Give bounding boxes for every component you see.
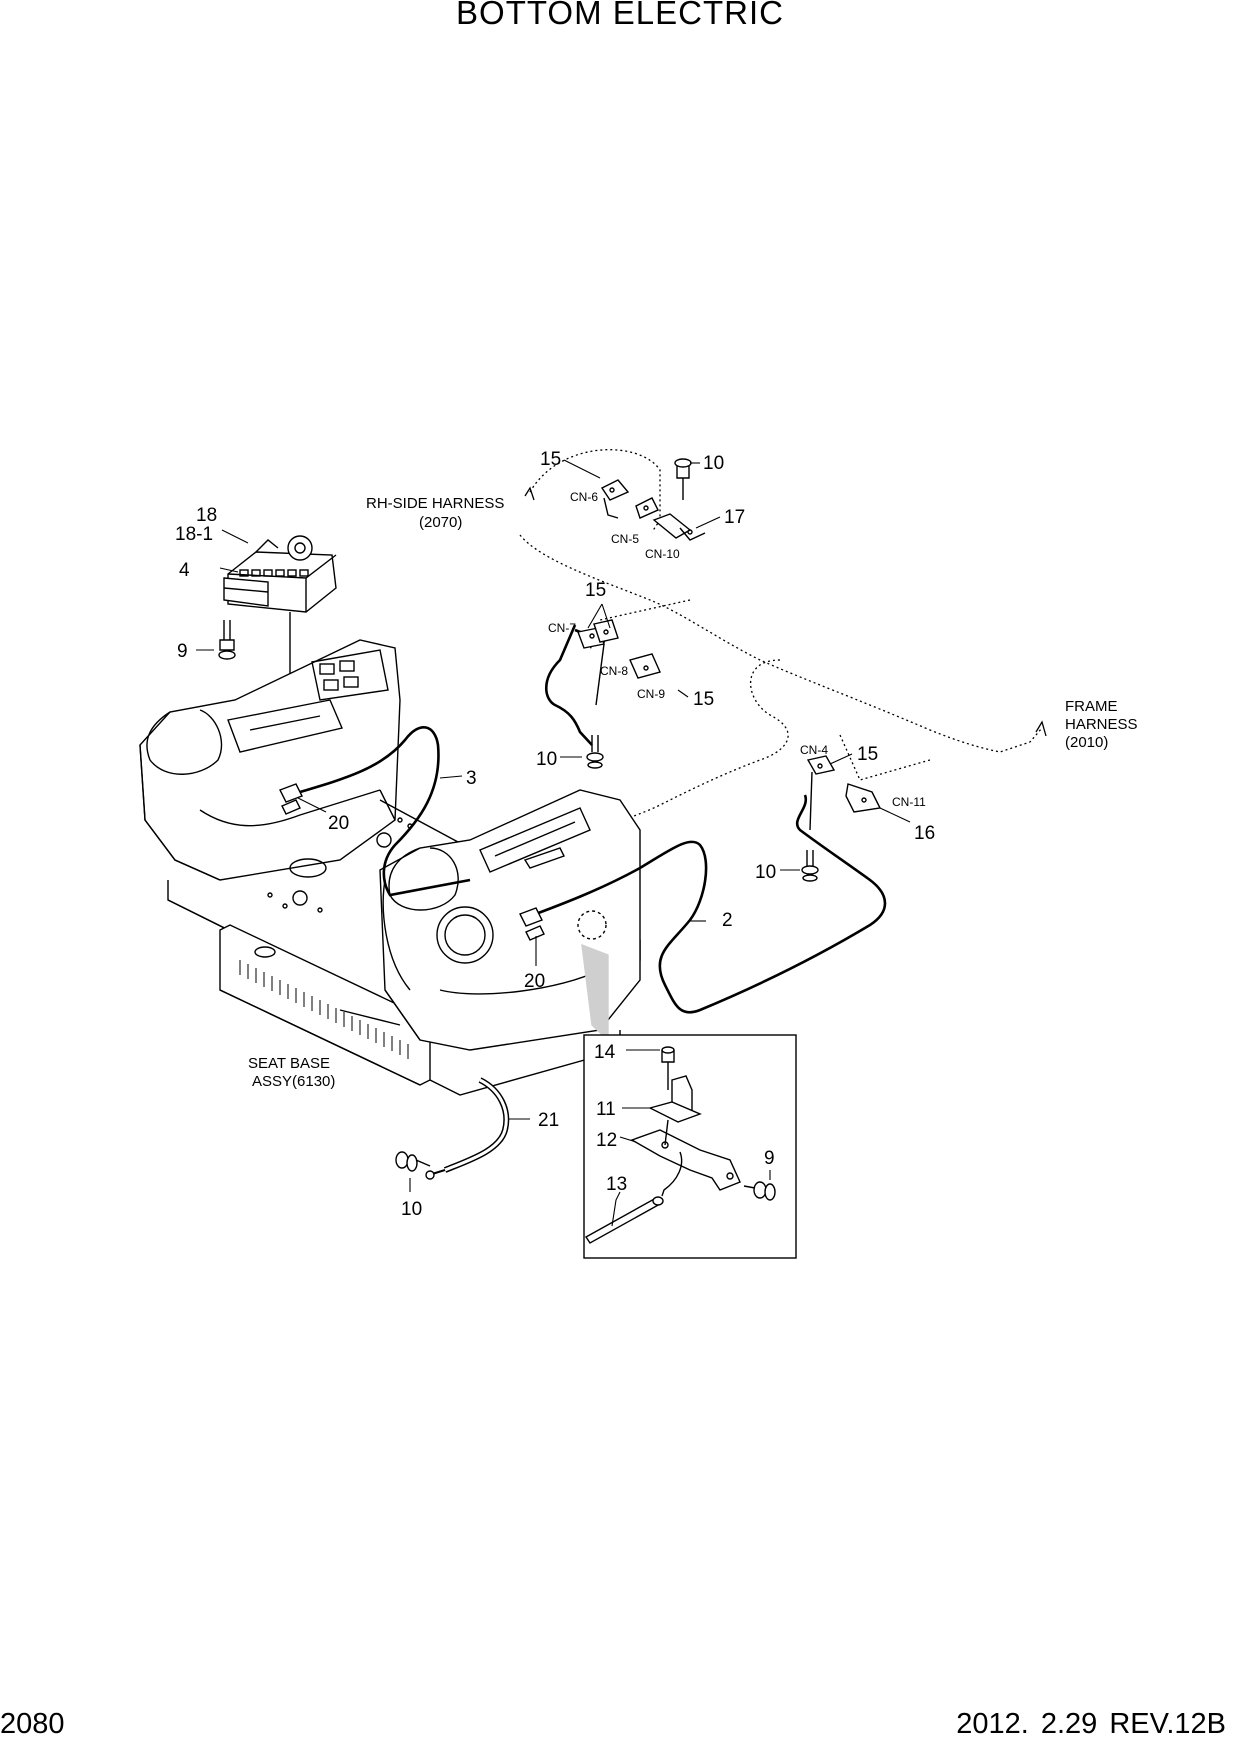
reference-notes: RH-SIDE HARNESS (2070) FRAME HARNESS (20… xyxy=(248,495,1138,1090)
callout-14: 14 xyxy=(594,1042,616,1063)
callout-10-mid: 10 xyxy=(536,749,557,770)
callout-4: 4 xyxy=(179,560,190,581)
callout-13: 13 xyxy=(606,1174,627,1195)
note-seat-base: SEAT BASE xyxy=(248,1055,330,1072)
callout-labels: 15 10 17 18 18-1 4 9 15 15 10 3 20 15 16… xyxy=(175,449,935,1220)
connector-cn7: CN-7 xyxy=(548,621,576,635)
bolt-part-9-left xyxy=(218,620,236,660)
callout-21: 21 xyxy=(538,1110,559,1131)
callout-15-top: 15 xyxy=(540,449,561,470)
connector-cn8: CN-8 xyxy=(600,664,628,678)
wire-harness-part-3 xyxy=(289,726,471,897)
connector-cn11: CN-11 xyxy=(892,795,926,809)
clamp-group-top xyxy=(600,479,706,541)
connector-cn4: CN-4 xyxy=(800,743,828,757)
callout-16: 16 xyxy=(914,823,935,844)
bolt-part-10-right xyxy=(801,850,819,882)
clamp-group-middle xyxy=(577,619,661,706)
bolt-part-10-bottom xyxy=(395,1151,431,1172)
switch-box-part-4 xyxy=(223,535,337,613)
callout-2: 2 xyxy=(722,910,733,931)
callout-10-top: 10 xyxy=(703,453,724,474)
note-frame-harness-ref: (2010) xyxy=(1065,734,1108,751)
callout-20-right: 20 xyxy=(524,971,545,992)
callout-10-bottom: 10 xyxy=(401,1199,422,1220)
note-frame-harness-2: HARNESS xyxy=(1065,716,1138,733)
ground-cable-part-21 xyxy=(425,1077,510,1180)
page-number: 2080 xyxy=(0,1708,65,1740)
callout-15-mid-right: 15 xyxy=(693,689,714,710)
connector-cn6: CN-6 xyxy=(570,490,598,504)
clip-part-20-left xyxy=(279,783,303,815)
detail-inset-parts xyxy=(584,1046,776,1244)
wire-harness-part-2 xyxy=(524,794,887,1014)
connector-cn5: CN-5 xyxy=(611,532,639,546)
clip-part-20-right xyxy=(519,907,545,941)
callout-18: 18 xyxy=(196,505,217,526)
callout-9-detail: 9 xyxy=(764,1148,775,1169)
leader-lines xyxy=(196,459,911,1227)
note-rh-side-harness-ref: (2070) xyxy=(419,514,462,531)
right-console xyxy=(379,789,641,1051)
callout-18-1: 18-1 xyxy=(175,524,213,545)
note-rh-side-harness: RH-SIDE HARNESS xyxy=(366,495,504,512)
callout-15-right: 15 xyxy=(857,744,878,765)
clamp-group-right xyxy=(806,755,882,831)
callout-11: 11 xyxy=(596,1099,616,1120)
connector-cn10: CN-10 xyxy=(645,547,680,561)
connector-cn9: CN-9 xyxy=(637,687,665,701)
left-console xyxy=(139,639,401,881)
note-frame-harness: FRAME xyxy=(1065,698,1118,715)
revision-label: 2012. 2.29 REV.12B xyxy=(956,1708,1226,1740)
callout-10-right: 10 xyxy=(755,862,776,883)
callout-9-left: 9 xyxy=(177,641,188,662)
callout-20-left: 20 xyxy=(328,813,349,834)
page-title: BOTTOM ELECTRIC xyxy=(456,0,784,31)
bolt-part-10-middle xyxy=(586,735,604,769)
callout-12: 12 xyxy=(596,1130,617,1151)
bolt-part-10-top xyxy=(674,458,692,500)
callout-17: 17 xyxy=(724,507,745,528)
callout-3: 3 xyxy=(466,768,477,789)
note-seat-base-2: ASSY(6130) xyxy=(252,1073,335,1090)
connector-labels: CN-6 CN-5 CN-10 CN-7 CN-8 CN-9 CN-4 CN-1… xyxy=(548,490,926,809)
callout-15-mid: 15 xyxy=(585,580,606,601)
